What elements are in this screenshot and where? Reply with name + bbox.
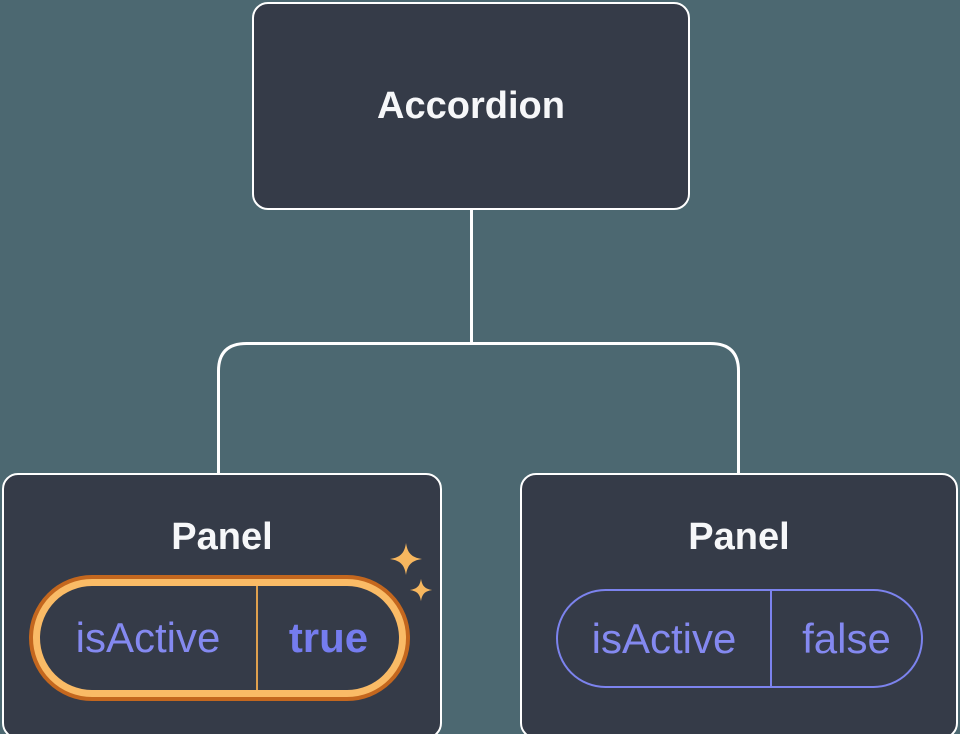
- prop-value-label: true: [288, 614, 369, 661]
- prop-value-cell: true: [258, 586, 399, 690]
- prop-value-label: false: [802, 614, 891, 662]
- pill-divider: [256, 586, 258, 690]
- sparkle-large: [390, 543, 422, 575]
- prop-name-cell: isActive: [40, 586, 256, 690]
- state-pill-active: isActive true: [29, 575, 410, 701]
- sparkle-icon: [390, 543, 433, 602]
- panel-inactive-label: Panel: [688, 516, 790, 558]
- accordion-node: Accordion: [252, 2, 690, 210]
- sparkle-small: [409, 578, 433, 602]
- panel-node-inactive: Panel isActive false: [520, 473, 958, 734]
- prop-name-label: isActive: [591, 614, 737, 662]
- prop-name-cell: isActive: [558, 591, 770, 686]
- prop-value-cell: false: [772, 591, 921, 686]
- state-pill-inactive: isActive false: [556, 589, 923, 688]
- panel-active-label: Panel: [171, 516, 273, 558]
- state-pill-active-core: isActive true: [40, 586, 399, 690]
- panel-node-active: Panel isActive true: [2, 473, 442, 734]
- prop-name-label: isActive: [75, 614, 221, 661]
- pill-divider: [770, 591, 772, 686]
- accordion-label: Accordion: [377, 85, 565, 127]
- connector-branch-bracket: [217, 342, 740, 474]
